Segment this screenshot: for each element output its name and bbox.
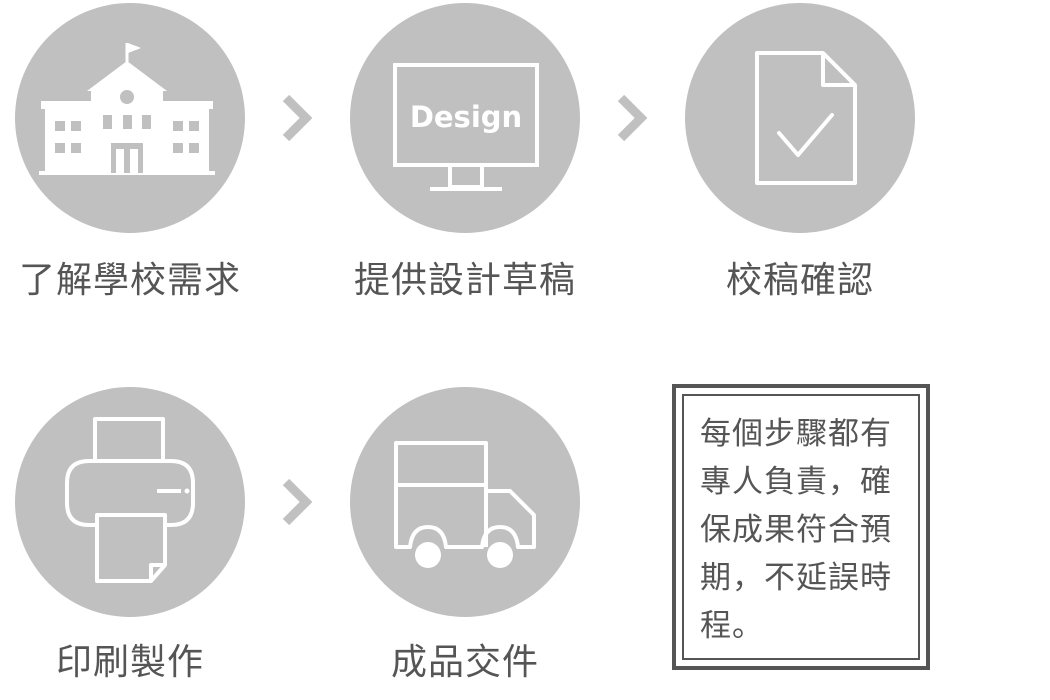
chevron-right-icon xyxy=(282,94,313,142)
step-understand-needs xyxy=(15,3,245,233)
document-check-icon xyxy=(755,51,857,185)
printer-icon xyxy=(65,417,195,583)
step-label: 了解學校需求 xyxy=(18,260,241,301)
step-delivery xyxy=(350,387,580,617)
monitor-screen-text: Design xyxy=(410,100,522,134)
school-building-icon xyxy=(39,43,215,175)
delivery-truck-icon xyxy=(394,441,536,568)
step-label: 提供設計草稿 xyxy=(353,260,576,301)
step-label: 成品交件 xyxy=(390,642,539,683)
step-label: 印刷製作 xyxy=(55,642,204,683)
step-proof-confirm xyxy=(685,3,915,233)
step-provide-draft: Design xyxy=(350,3,580,233)
step-label: 校稿確認 xyxy=(725,260,874,301)
note-text: 每個步驟都有專人負責，確保成果符合預期，不延誤時程。 xyxy=(700,416,892,644)
chevron-right-icon xyxy=(282,478,313,526)
step-printing xyxy=(15,387,245,617)
chevron-right-icon xyxy=(617,94,648,142)
note-inner-border xyxy=(682,394,920,660)
design-monitor-icon: Design xyxy=(393,63,539,191)
note-box: 每個步驟都有專人負責，確保成果符合預期，不延誤時程。 xyxy=(672,384,930,670)
